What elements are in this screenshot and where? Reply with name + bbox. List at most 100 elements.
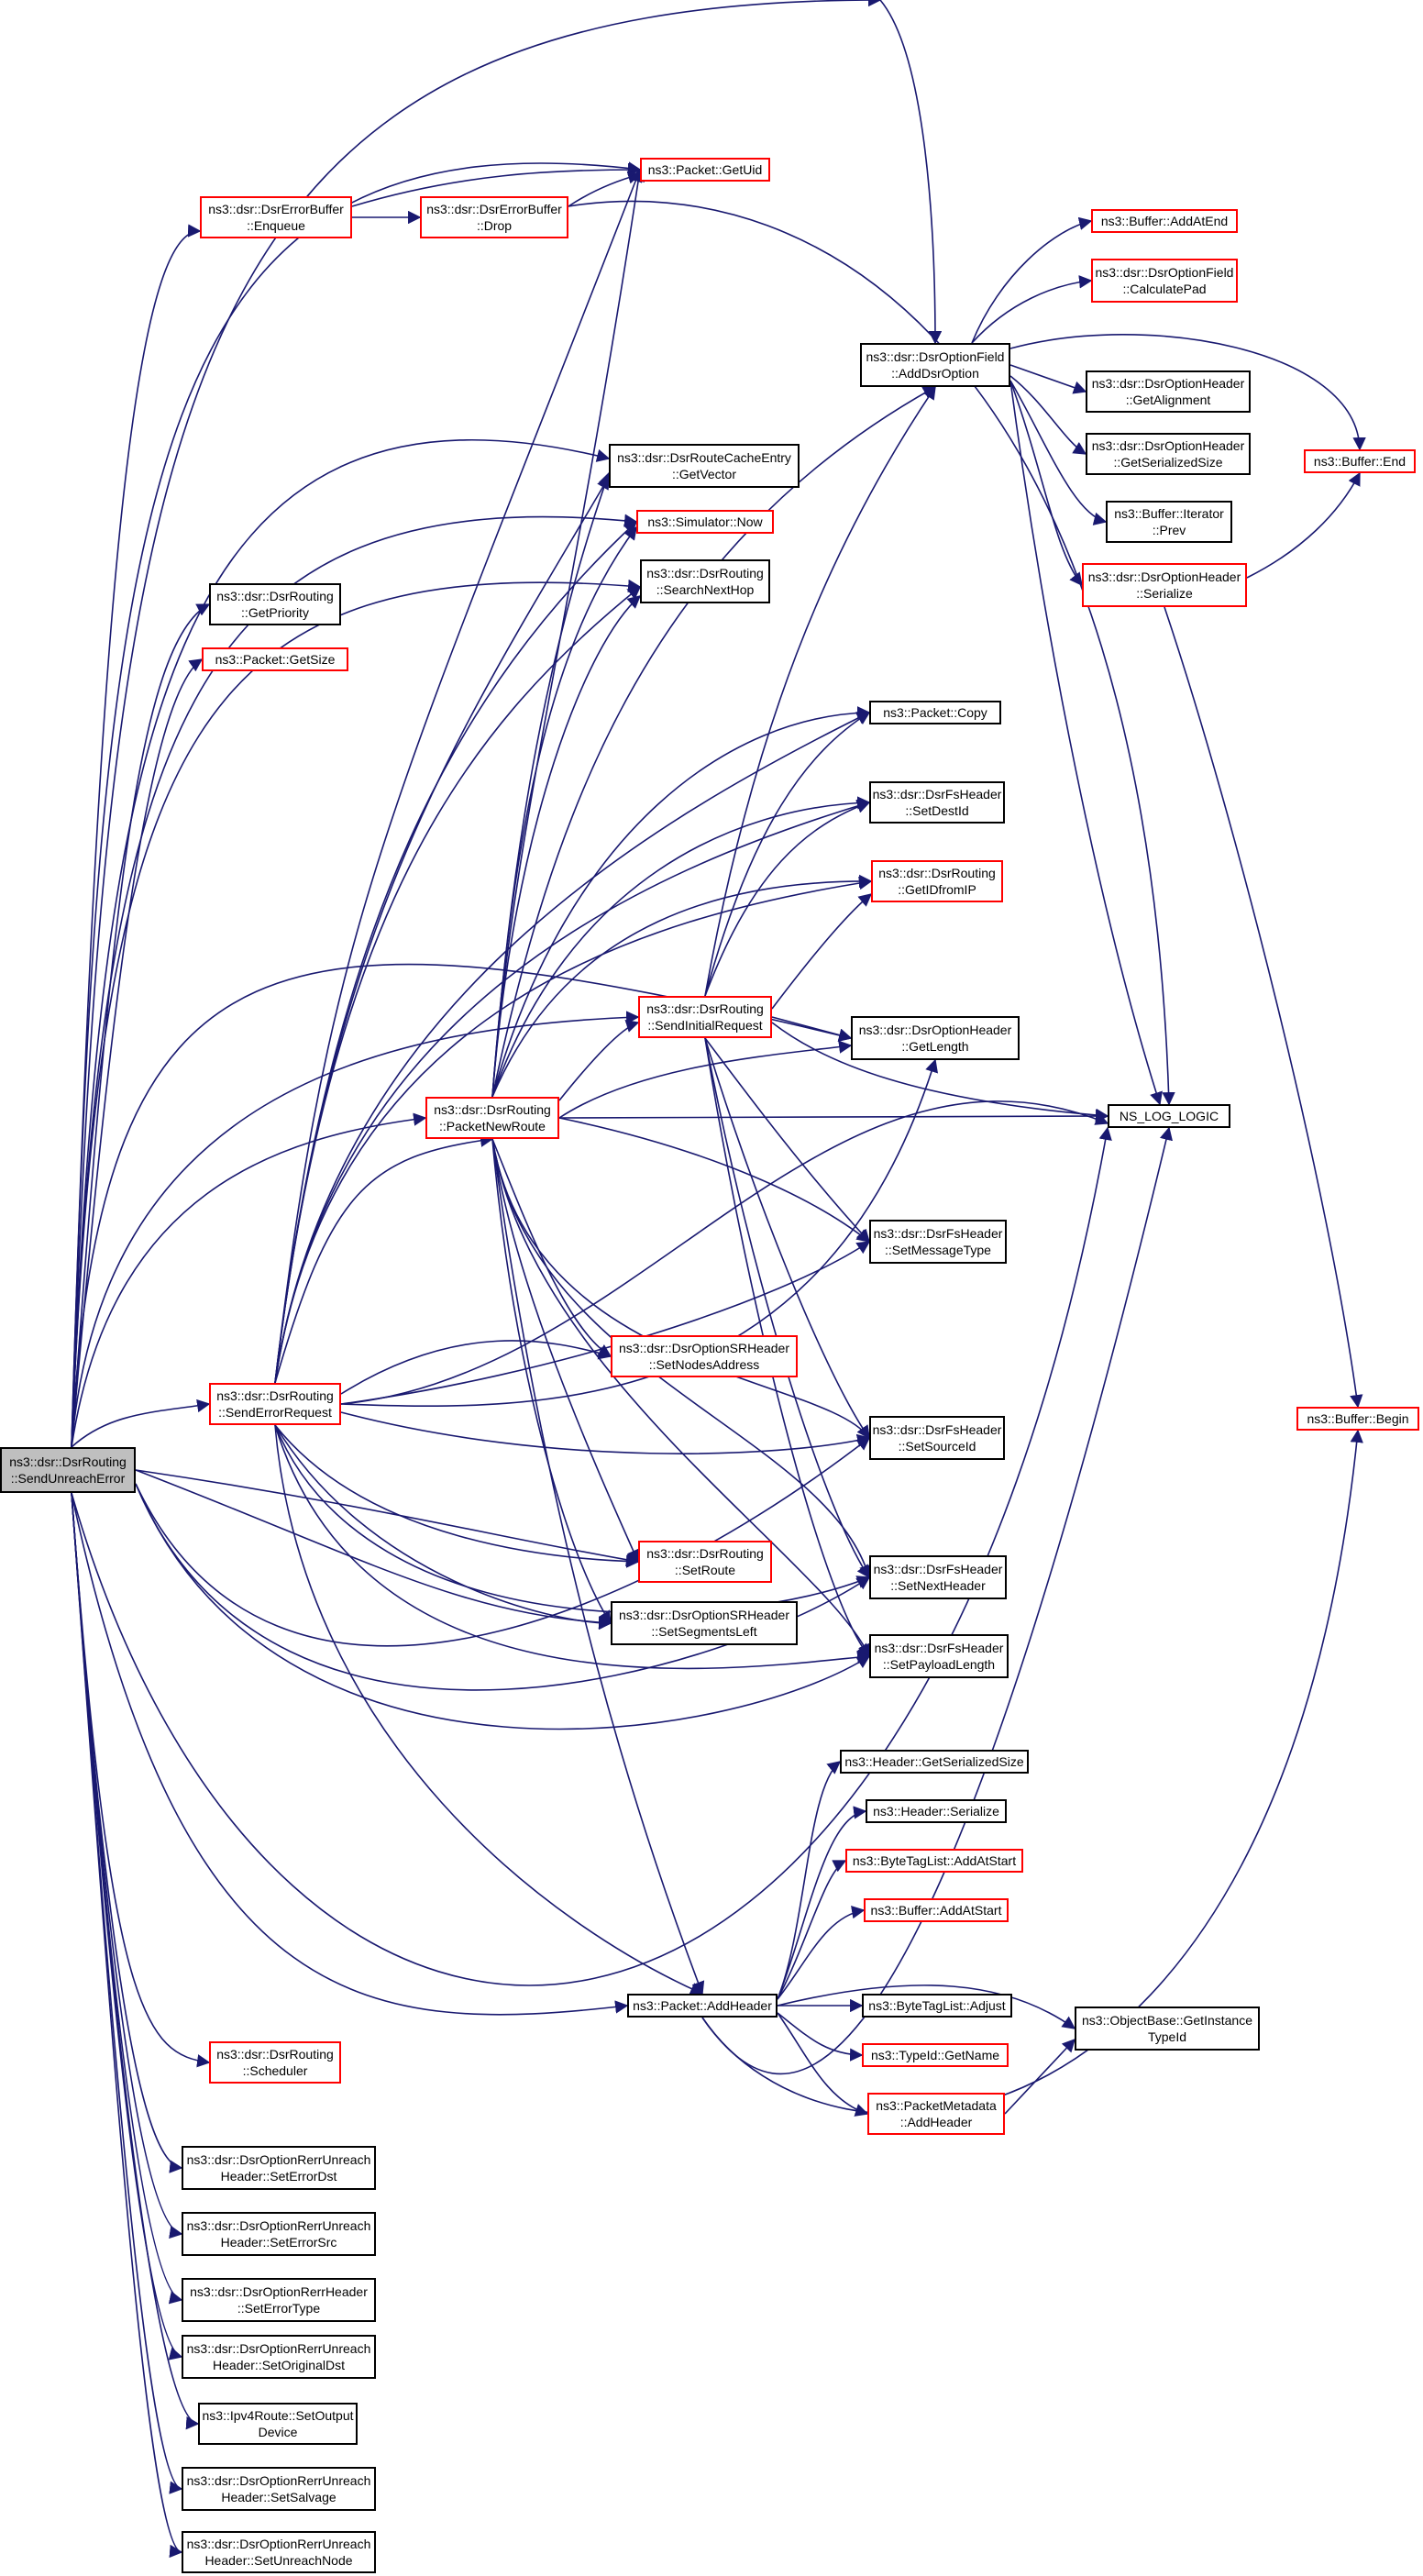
call-edge bbox=[1004, 2038, 1076, 2115]
node-routing-sendinitialrequest[interactable]: ns3::dsr::DsrRouting::SendInitialRequest bbox=[638, 996, 772, 1038]
node-opthdr-getlength[interactable]: ns3::dsr::DsrOptionHeader::GetLength bbox=[851, 1016, 1020, 1060]
node-label-line: ns3::Buffer::Iterator bbox=[1114, 506, 1224, 521]
node-opthdr-serialize[interactable]: ns3::dsr::DsrOptionHeader::Serialize bbox=[1082, 563, 1247, 607]
node-buffer-iterator-prev[interactable]: ns3::Buffer::Iterator::Prev bbox=[1106, 501, 1232, 543]
node-label-line: ::Scheduler bbox=[242, 2063, 308, 2078]
node-label-line: TypeId bbox=[1147, 2029, 1187, 2044]
call-edge bbox=[71, 161, 642, 1448]
node-label-line: ns3::Packet::AddHeader bbox=[633, 1998, 772, 2013]
node-routing-setroute[interactable]: ns3::dsr::DsrRouting::SetRoute bbox=[638, 1541, 772, 1583]
node-buffer-begin[interactable]: ns3::Buffer::Begin bbox=[1296, 1407, 1419, 1431]
call-edge bbox=[71, 1492, 183, 2360]
node-optfield-calculatepad[interactable]: ns3::dsr::DsrOptionField::CalculatePad bbox=[1091, 259, 1238, 303]
node-buffer-addatend[interactable]: ns3::Buffer::AddAtEnd bbox=[1091, 209, 1238, 233]
node-routecache-getvector[interactable]: ns3::dsr::DsrRouteCacheEntry::GetVector bbox=[609, 444, 800, 488]
call-edge bbox=[558, 1040, 853, 1119]
node-label-line: ns3::Simulator::Now bbox=[647, 514, 763, 529]
call-edge bbox=[71, 1126, 1112, 1986]
node-label-line: ::Drop bbox=[476, 218, 513, 233]
call-edge bbox=[771, 893, 873, 1010]
node-bytetaglist-addatstart[interactable]: ns3::ByteTagList::AddAtStart bbox=[845, 1849, 1023, 1873]
call-edge bbox=[1009, 364, 1087, 394]
node-label-line: ns3::dsr::DsrOptionSRHeader bbox=[619, 1341, 789, 1355]
node-routing-getpriority[interactable]: ns3::dsr::DsrRouting::GetPriority bbox=[209, 583, 341, 625]
node-typeid-getname[interactable]: ns3::TypeId::GetName bbox=[862, 2043, 1009, 2067]
call-edge bbox=[558, 1020, 640, 1101]
node-packet-getuid[interactable]: ns3::Packet::GetUid bbox=[640, 158, 770, 182]
node-srhdr-setnodesaddress[interactable]: ns3::dsr::DsrOptionSRHeader::SetNodesAdd… bbox=[611, 1335, 798, 1377]
node-opthdr-getserializedsize[interactable]: ns3::dsr::DsrOptionHeader::GetSerialized… bbox=[1086, 433, 1251, 475]
node-packet-addheader[interactable]: ns3::Packet::AddHeader bbox=[627, 1994, 778, 2018]
node-packet-copy[interactable]: ns3::Packet::Copy bbox=[869, 701, 1001, 724]
call-edge bbox=[777, 1761, 842, 2000]
call-edge bbox=[274, 1133, 494, 1384]
node-root-sendunreacherror[interactable]: ns3::dsr::DsrRouting::SendUnreachError bbox=[0, 1447, 136, 1493]
call-edge bbox=[491, 1138, 873, 1579]
call-edge bbox=[1009, 375, 1087, 455]
node-errbuf-enqueue[interactable]: ns3::dsr::DsrErrorBuffer::Enqueue bbox=[200, 196, 352, 238]
call-edge bbox=[777, 2012, 869, 2117]
node-fshdr-setpayloadlength[interactable]: ns3::dsr::DsrFsHeader::SetPayloadLength bbox=[869, 1634, 1009, 1678]
call-edge bbox=[274, 1424, 871, 1670]
node-opthdr-getalignment[interactable]: ns3::dsr::DsrOptionHeader::GetAlignment bbox=[1086, 370, 1251, 413]
node-label-line: ns3::dsr::DsrOptionField bbox=[1095, 265, 1234, 280]
node-label-line: ::AddHeader bbox=[899, 2115, 973, 2129]
node-buffer-end[interactable]: ns3::Buffer::End bbox=[1304, 449, 1416, 473]
node-packetmetadata-addheader[interactable]: ns3::PacketMetadata::AddHeader bbox=[867, 2093, 1005, 2135]
call-edge bbox=[274, 1424, 871, 1614]
call-edge bbox=[274, 1424, 612, 1631]
call-edge bbox=[1164, 606, 1363, 1409]
node-buffer-addatstart[interactable]: ns3::Buffer::AddAtStart bbox=[864, 1898, 1009, 1922]
node-label-line: ns3::dsr::DsrRouting bbox=[878, 866, 996, 880]
call-edge bbox=[1009, 380, 1083, 587]
node-label-line: ns3::dsr::DsrOptionRerrUnreach bbox=[186, 2537, 371, 2551]
node-srhdr-setsegmentsleft[interactable]: ns3::dsr::DsrOptionSRHeader::SetSegments… bbox=[611, 1601, 798, 1645]
node-fshdr-setsourceid[interactable]: ns3::dsr::DsrFsHeader::SetSourceId bbox=[869, 1416, 1005, 1460]
node-header-serialize[interactable]: ns3::Header::Serialize bbox=[866, 1799, 1007, 1823]
call-edge bbox=[491, 1138, 871, 1658]
node-routing-senderrorrequest[interactable]: ns3::dsr::DsrRouting::SendErrorRequest bbox=[209, 1383, 341, 1425]
node-errbuf-drop[interactable]: ns3::dsr::DsrErrorBuffer::Drop bbox=[420, 196, 568, 238]
node-label-line: Header::SetErrorDst bbox=[220, 2169, 337, 2184]
node-rerrhdr-seterrortype[interactable]: ns3::dsr::DsrOptionRerrHeader::SetErrorT… bbox=[182, 2278, 376, 2322]
node-label-line: ns3::Buffer::AddAtStart bbox=[870, 1903, 1002, 1918]
node-header-getserializedsize[interactable]: ns3::Header::GetSerializedSize bbox=[840, 1750, 1029, 1774]
node-label-line: ::Serialize bbox=[1136, 586, 1193, 601]
node-simulator-now[interactable]: ns3::Simulator::Now bbox=[636, 510, 774, 534]
node-ns-log-logic[interactable]: NS_LOG_LOGIC bbox=[1108, 1104, 1230, 1128]
node-label-line: NS_LOG_LOGIC bbox=[1119, 1109, 1219, 1123]
node-bytetaglist-adjust[interactable]: ns3::ByteTagList::Adjust bbox=[862, 1994, 1012, 2018]
node-routing-packetnewroute[interactable]: ns3::dsr::DsrRouting::PacketNewRoute bbox=[425, 1097, 559, 1139]
node-label-line: ::SendUnreachError bbox=[10, 1471, 126, 1486]
node-fshdr-setmessagetype[interactable]: ns3::dsr::DsrFsHeader::SetMessageType bbox=[869, 1220, 1007, 1264]
call-edge bbox=[879, 0, 943, 345]
node-label-line: ns3::dsr::DsrOptionRerrUnreach bbox=[186, 2473, 371, 2488]
node-optfield-adddsroption[interactable]: ns3::dsr::DsrOptionField::AddDsrOption bbox=[860, 343, 1010, 387]
node-label-line: ns3::dsr::DsrRouting bbox=[216, 1388, 334, 1403]
node-label-line: Header::SetOriginalDst bbox=[213, 2358, 345, 2372]
call-edge bbox=[71, 1011, 640, 1448]
node-fshdr-setnextheader[interactable]: ns3::dsr::DsrFsHeader::SetNextHeader bbox=[869, 1555, 1007, 1599]
node-label-line: ::SendErrorRequest bbox=[218, 1405, 332, 1420]
node-packet-getsize[interactable]: ns3::Packet::GetSize bbox=[202, 647, 348, 671]
node-label-line: ns3::Buffer::AddAtEnd bbox=[1100, 214, 1229, 228]
node-fshdr-setdestid[interactable]: ns3::dsr::DsrFsHeader::SetDestId bbox=[869, 781, 1005, 824]
node-routing-searchnexthop[interactable]: ns3::dsr::DsrRouting::SearchNextHop bbox=[640, 559, 770, 603]
node-routing-scheduler[interactable]: ns3::dsr::DsrRouting::Scheduler bbox=[209, 2041, 341, 2084]
call-edge bbox=[1009, 380, 1163, 1106]
call-edge bbox=[340, 1411, 871, 1454]
node-label-line: ns3::dsr::DsrOptionHeader bbox=[1091, 376, 1245, 391]
node-label-line: ::SetDestId bbox=[905, 803, 969, 818]
node-label-line: ::SetNextHeader bbox=[890, 1578, 986, 1593]
call-edge bbox=[274, 586, 642, 1384]
call-edge bbox=[71, 963, 853, 1448]
node-routing-getidfromip[interactable]: ns3::dsr::DsrRouting::GetIDfromIP bbox=[871, 860, 1003, 902]
node-label-line: ::SetSourceId bbox=[898, 1439, 976, 1454]
